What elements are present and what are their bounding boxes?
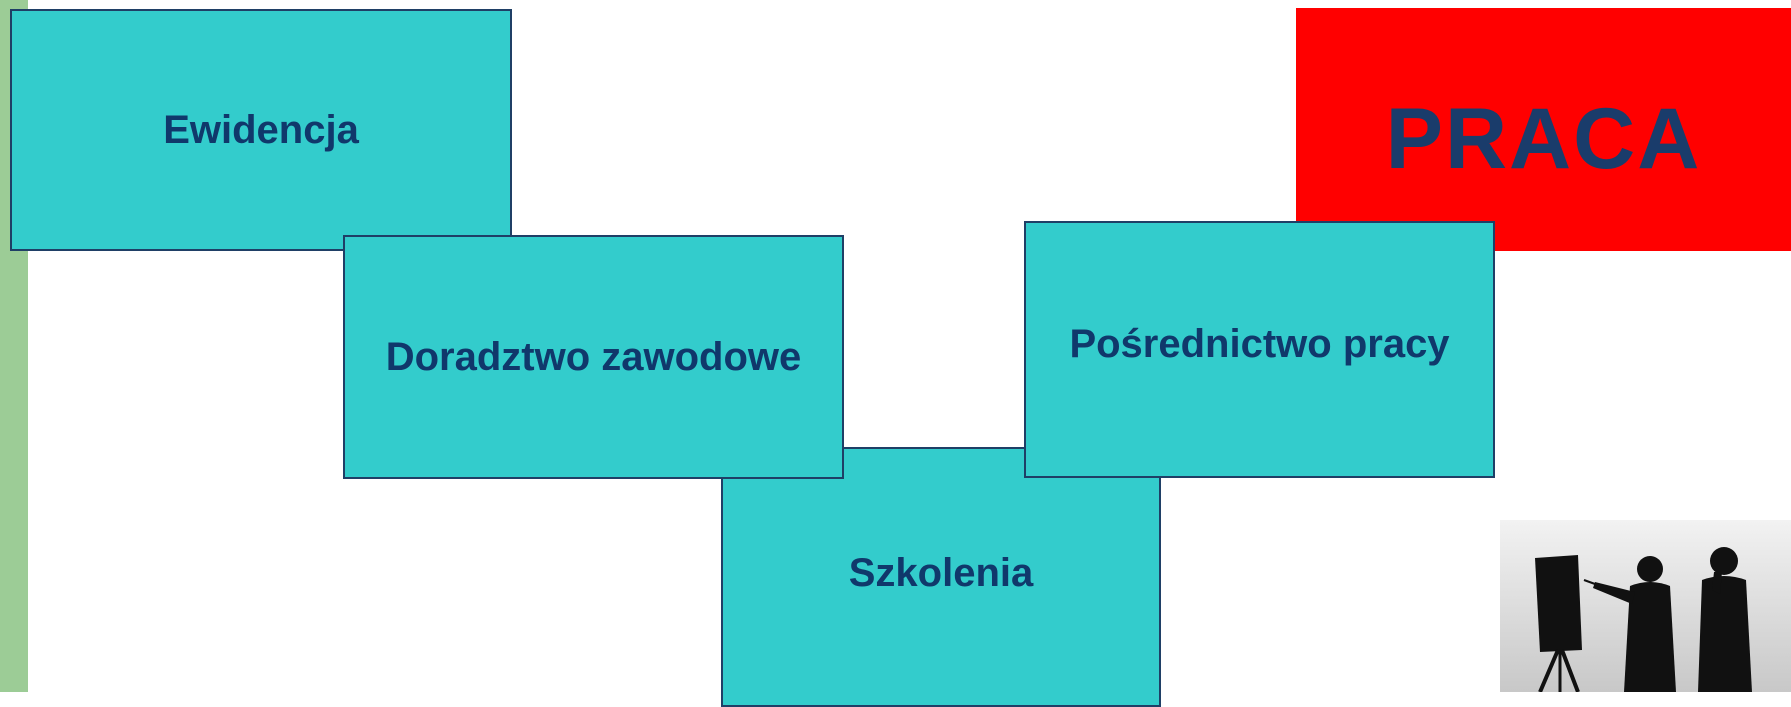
szkolenia-box: Szkolenia bbox=[721, 447, 1161, 707]
ewidencja-box: Ewidencja bbox=[10, 9, 512, 251]
posrednictwo-label: Pośrednictwo pracy bbox=[1069, 322, 1450, 366]
praca-label: PRACA bbox=[1385, 91, 1702, 187]
szkolenia-label: Szkolenia bbox=[848, 551, 1034, 595]
doradztwo-box: Doradztwo zawodowe bbox=[343, 235, 844, 479]
ewidencja-label: Ewidencja bbox=[163, 107, 359, 152]
business-people-silhouette-icon bbox=[1500, 520, 1791, 692]
praca-banner: PRACA bbox=[1296, 8, 1791, 251]
doradztwo-label: Doradztwo zawodowe bbox=[385, 334, 802, 379]
posrednictwo-box: Pośrednictwo pracy bbox=[1024, 221, 1495, 478]
